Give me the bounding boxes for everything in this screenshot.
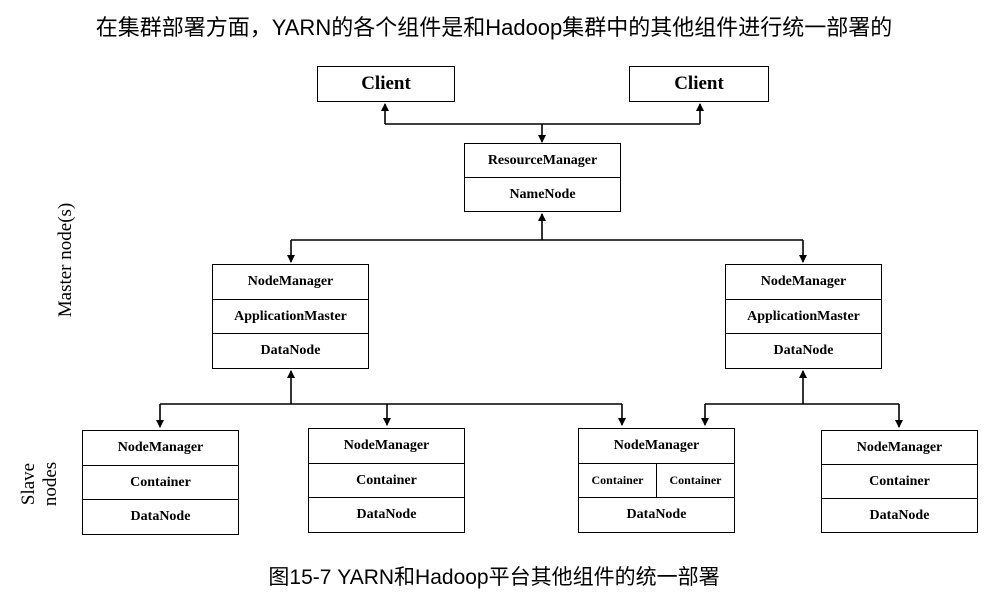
slave-nodes-label: Slave nodes (18, 444, 66, 524)
node-manager-label: NodeManager (613, 437, 700, 453)
slave-node-box-1: NodeManager Container DataNode (82, 430, 239, 535)
slave-nodes-line-1: Slave (18, 462, 39, 506)
slave-node-box-4: NodeManager Container DataNode (821, 430, 978, 533)
client-label: Client (361, 73, 411, 94)
slave-nodes-line-2: nodes (40, 461, 61, 507)
client-box-right: Client (629, 66, 769, 102)
datanode-label: DataNode (309, 497, 464, 532)
client-label: Client (674, 73, 724, 94)
container-label: Container (656, 463, 734, 498)
datanode-label: DataNode (822, 498, 977, 532)
datanode-label: DataNode (83, 499, 238, 534)
node-manager-label: NodeManager (343, 437, 430, 453)
datanode-label: DataNode (213, 333, 368, 368)
container-label: Container (309, 462, 464, 498)
resource-manager-label: ResourceManager (487, 152, 598, 168)
container-label: Container (822, 464, 977, 498)
datanode-label: DataNode (726, 333, 881, 368)
mid-node-box-left: NodeManager ApplicationMaster DataNode (212, 264, 369, 369)
node-manager-label: NodeManager (247, 273, 334, 289)
slave-node-box-3: NodeManager Container Container DataNode (578, 428, 735, 533)
master-nodes-text: Master node(s) (55, 202, 76, 318)
datanode-label: DataNode (579, 497, 734, 532)
resource-manager-box: ResourceManager NameNode (464, 143, 621, 212)
namenode-label: NameNode (465, 177, 620, 211)
container-row: Container Container (579, 462, 734, 498)
container-label: Container (591, 473, 644, 487)
client-box-left: Client (317, 66, 455, 102)
application-master-label: ApplicationMaster (726, 298, 881, 334)
mid-node-box-right: NodeManager ApplicationMaster DataNode (725, 264, 882, 369)
slave-node-box-2: NodeManager Container DataNode (308, 428, 465, 533)
master-nodes-label: Master node(s) (55, 185, 79, 335)
page-heading: 在集群部署方面，YARN的各个组件是和Hadoop集群中的其他组件进行统一部署的 (95, 15, 893, 40)
application-master-label: ApplicationMaster (213, 298, 368, 334)
node-manager-label: NodeManager (117, 439, 204, 455)
node-manager-label: NodeManager (856, 439, 943, 455)
figure-caption: 图15-7 YARN和Hadoop平台其他组件的统一部署 (268, 566, 720, 589)
container-label: Container (83, 464, 238, 500)
node-manager-label: NodeManager (760, 273, 847, 289)
